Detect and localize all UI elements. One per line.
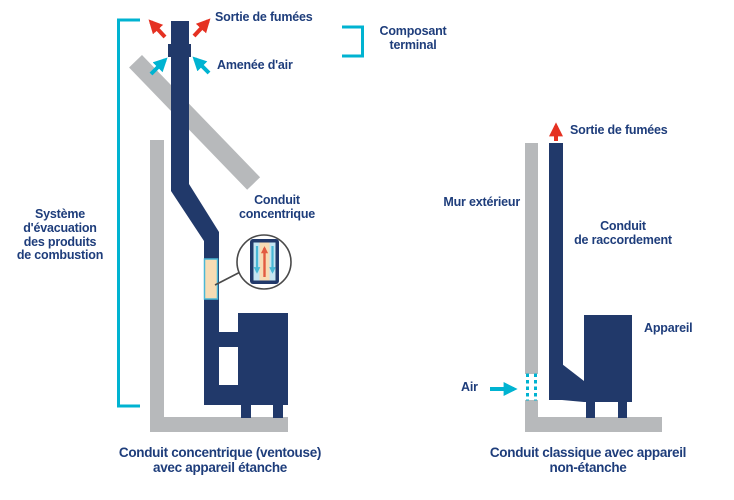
connection-pipe xyxy=(562,364,584,402)
floor-right xyxy=(525,417,662,432)
label-appliance: Appareil xyxy=(644,321,693,335)
label-connection-duct: Conduit de raccordement xyxy=(574,219,672,247)
air-arrow-in-left-icon xyxy=(149,57,168,76)
concentric-flue-duct xyxy=(171,21,219,405)
caption-right-diagram: Conduit classique avec appareil non-étan… xyxy=(489,445,687,475)
terminal-collar xyxy=(168,44,191,57)
air-arrow-in-right-icon xyxy=(192,56,211,75)
wall-and-floor-left xyxy=(150,140,288,432)
duct-highlight-section xyxy=(203,258,219,300)
appliance-foot xyxy=(586,402,595,418)
label-terminal-component: Composant terminal xyxy=(379,24,447,52)
appliance-foot xyxy=(618,402,627,418)
smoke-arrow-up-right-icon xyxy=(192,18,211,38)
label-air-intake: Amenée d'air xyxy=(217,58,293,72)
appliance-bottom-connector xyxy=(204,385,238,405)
label-smoke-outlet-left: Sortie de fumées xyxy=(215,10,313,24)
evacuation-system-bracket xyxy=(117,18,140,408)
non-sealed-appliance xyxy=(584,315,632,402)
terminal-component-bracket xyxy=(342,25,364,58)
roof-slab xyxy=(129,55,261,190)
concentric-duct-inset xyxy=(214,234,292,290)
caption-left-diagram: Conduit concentrique (ventouse) avec app… xyxy=(118,445,322,475)
label-exterior-wall: Mur extérieur xyxy=(443,195,520,209)
smoke-arrow-up-left-icon xyxy=(148,19,167,39)
label-air: Air xyxy=(461,380,478,394)
sealed-appliance xyxy=(238,313,288,405)
exterior-wall-upper xyxy=(525,143,538,374)
classic-flue-duct xyxy=(549,143,563,400)
left-diagram xyxy=(117,18,364,432)
appliance-top-connector xyxy=(219,332,238,347)
label-smoke-outlet-right: Sortie de fumées xyxy=(570,123,668,137)
label-concentric-duct: Conduit concentrique xyxy=(238,193,316,221)
right-diagram xyxy=(490,122,662,432)
appliance-foot xyxy=(241,405,251,418)
appliance-foot xyxy=(273,405,283,418)
label-evacuation-system: Système d'évacuation des produits de com… xyxy=(16,207,104,263)
